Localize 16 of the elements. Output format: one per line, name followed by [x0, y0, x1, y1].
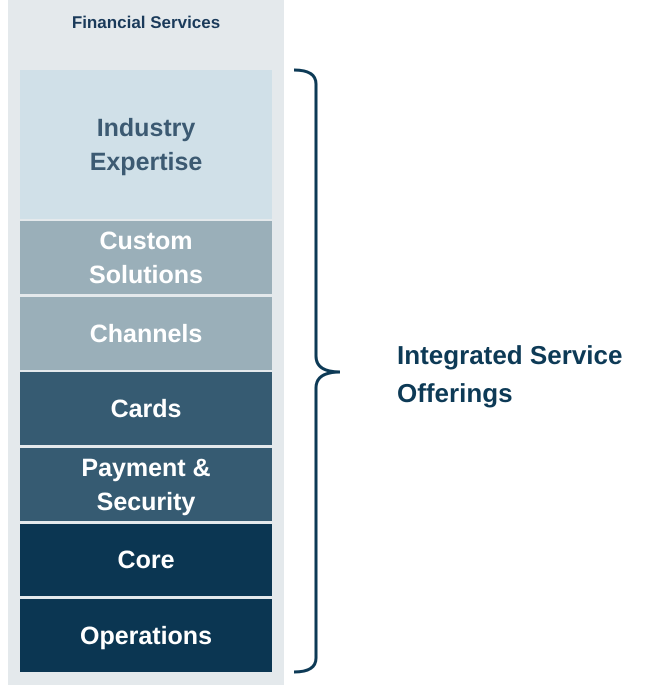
layer-block: [20, 297, 272, 370]
layer-label: Payment & Security: [80, 452, 212, 518]
layer-block: [20, 221, 272, 294]
layer-label: Cards: [110, 394, 182, 424]
layer-label: Core: [118, 545, 174, 576]
layer-block: [20, 524, 272, 596]
layer-block: [20, 372, 272, 445]
layer-label: Operations: [80, 620, 212, 652]
panel-title: Financial Services: [70, 13, 222, 33]
layer-label: Channels: [90, 318, 202, 350]
bracket-label: Integrated Service Offerings: [397, 339, 624, 410]
layer-block: [20, 599, 272, 672]
layer-label: Industry Expertise: [88, 112, 204, 178]
layer-label: Custom Solutions: [88, 226, 204, 290]
column-panel: [8, 0, 284, 685]
layer-block: [20, 448, 272, 521]
